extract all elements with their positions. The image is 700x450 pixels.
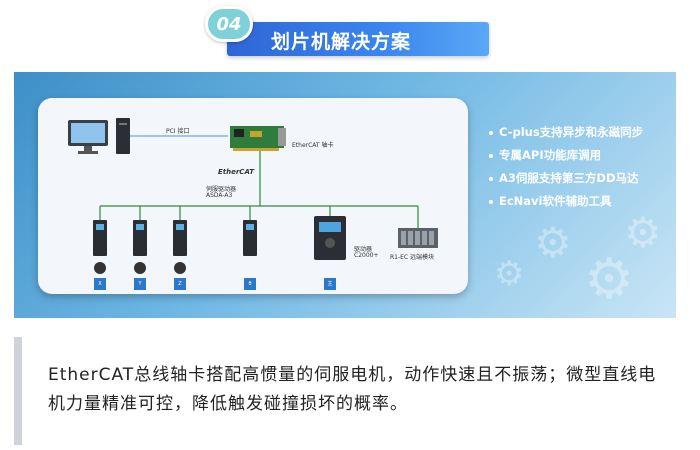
feature-item: 专属API功能库调用 bbox=[489, 147, 643, 163]
feature-item: A3伺服支持第三方DD马达 bbox=[489, 170, 643, 186]
topology-drawing bbox=[68, 118, 438, 274]
servo-drive-icon bbox=[93, 220, 257, 256]
pci-interface-label: PCI 接口 bbox=[166, 128, 190, 135]
section-header: 划片机解决方案 04 bbox=[205, 6, 495, 58]
ac-drive-label: 驱动器 bbox=[354, 246, 373, 253]
description-block: EtherCAT总线轴卡搭配高惯量的伺服电机，动作快速且不振荡；微型直线电机力量… bbox=[14, 337, 676, 445]
ethercat-card-icon bbox=[230, 126, 286, 151]
topology-card: PCI 接口 EtherCAT 轴卡 EtherCAT 伺服驱动器 ASDA-A… bbox=[38, 98, 468, 294]
section-title: 划片机解决方案 bbox=[271, 31, 412, 53]
gear-icon: ⚙ bbox=[494, 254, 525, 294]
remote-io-label: R1-EC 远端模块 bbox=[390, 254, 435, 261]
ethercat-logo: EtherCAT bbox=[218, 168, 254, 176]
feature-item: EcNavi软件辅助工具 bbox=[489, 193, 643, 209]
gear-icon: ⚙ bbox=[584, 247, 635, 312]
axis-tag: X bbox=[94, 278, 106, 290]
servo-motor-icon bbox=[94, 262, 186, 274]
pc-icon bbox=[68, 118, 130, 154]
axis-tag: Y bbox=[134, 278, 146, 290]
axis-tag: θ bbox=[244, 278, 256, 290]
ac-drive-model: C2000+ bbox=[354, 252, 379, 259]
axis-tag: Z bbox=[174, 278, 186, 290]
gear-icon: ⚙ bbox=[624, 208, 662, 257]
axis-tag: 主 bbox=[324, 278, 336, 290]
gear-icon: ⚙ bbox=[534, 218, 572, 267]
section-number: 04 bbox=[216, 14, 242, 35]
description-text: EtherCAT总线轴卡搭配高惯量的伺服电机，动作快速且不振荡；微型直线电机力量… bbox=[48, 365, 657, 414]
axis-card-label: EtherCAT 轴卡 bbox=[292, 142, 334, 149]
feature-list: C-plus支持异步和永磁同步 专属API功能库调用 A3伺服支持第三方DD马达… bbox=[489, 124, 643, 216]
servo-drive-label: 伺服驱动器 bbox=[206, 186, 237, 193]
solution-diagram-panel: ⚙ ⚙ ⚙ ⚙ bbox=[14, 72, 676, 318]
remote-io-icon bbox=[398, 228, 438, 248]
accent-bar bbox=[14, 337, 22, 445]
feature-item: C-plus支持异步和永磁同步 bbox=[489, 124, 643, 140]
servo-drive-model: ASDA-A3 bbox=[206, 192, 233, 199]
title-banner: 划片机解决方案 bbox=[227, 22, 489, 56]
ac-drive-icon bbox=[314, 216, 346, 260]
section-number-badge: 04 bbox=[205, 6, 253, 42]
